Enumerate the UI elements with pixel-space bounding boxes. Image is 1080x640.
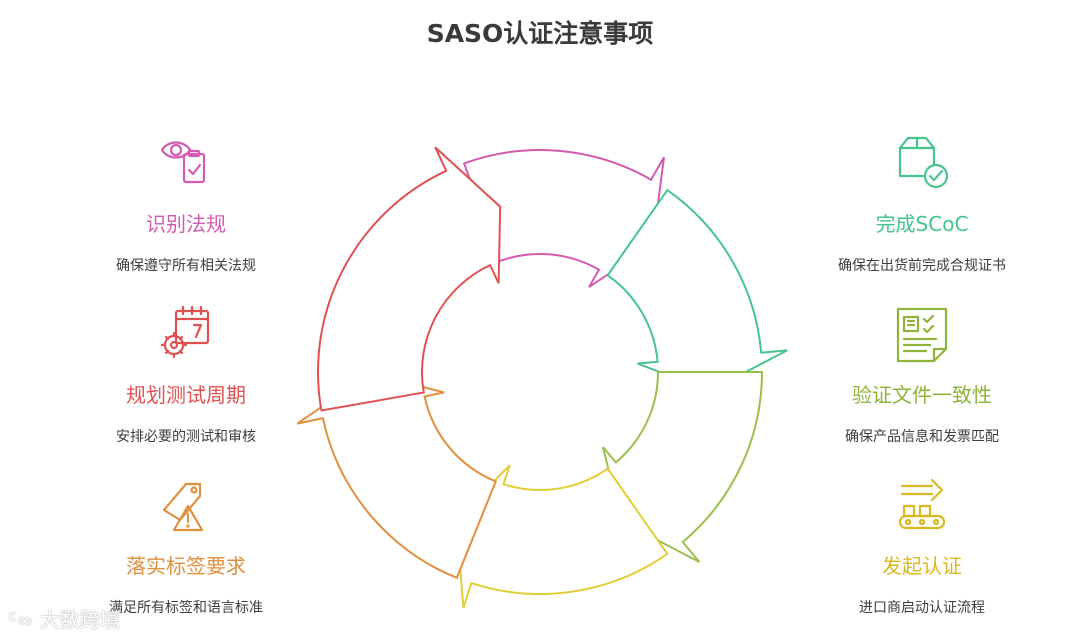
step-heading: 识别法规: [146, 212, 226, 236]
step-verify-documents: 验证文件一致性 确保产品信息和发票匹配: [792, 305, 1052, 446]
step-description: 安排必要的测试和审核: [116, 429, 256, 445]
step-description: 满足所有标签和语言标准: [109, 600, 263, 616]
calendar-gear-icon: [160, 305, 210, 359]
watermark-text: 大数跨境: [39, 608, 120, 632]
page-title: SASO认证注意事项: [426, 19, 654, 48]
step-complete-scoc: 完成SCoC 确保在出货前完成合规证书: [792, 134, 1052, 275]
step-description: 进口商启动认证流程: [859, 600, 985, 616]
step-identify-regulations: 识别法规 确保遵守所有相关法规: [56, 134, 316, 275]
step-heading: 规划测试周期: [126, 383, 246, 407]
tag-warning-icon: [162, 482, 204, 532]
step-description: 确保在出货前完成合规证书: [838, 258, 1006, 274]
document-check-icon: [896, 307, 948, 363]
step-initiate-certification: 发起认证 进口商启动认证流程: [792, 476, 1052, 617]
cycle-arrow-scoc: [606, 188, 788, 393]
watermark-logo: ᑦ∞ 大数跨境: [8, 608, 120, 632]
box-check-icon: [898, 136, 949, 189]
cycle-arrow-plan: [317, 146, 502, 412]
cycle-arrow-verify: [602, 371, 764, 563]
cycle-arrow-initiate: [455, 464, 669, 609]
step-plan-testing: 规划测试周期 安排必要的测试和审核: [56, 305, 316, 446]
step-heading: 验证文件一致性: [852, 383, 992, 407]
cycle-arrow-label: [296, 372, 498, 580]
conveyor-arrow-icon: [898, 478, 946, 530]
step-description: 确保遵守所有相关法规: [116, 258, 256, 274]
eye-clipboard-icon: [160, 141, 206, 184]
step-labeling-requirements: 落实标签要求 满足所有标签和语言标准: [56, 476, 316, 617]
step-heading: 完成SCoC: [875, 212, 969, 236]
cycle-arrow-identify: [462, 149, 665, 288]
step-heading: 发起认证: [882, 554, 962, 578]
step-description: 确保产品信息和发票匹配: [845, 429, 999, 445]
step-heading: 落实标签要求: [126, 554, 246, 578]
